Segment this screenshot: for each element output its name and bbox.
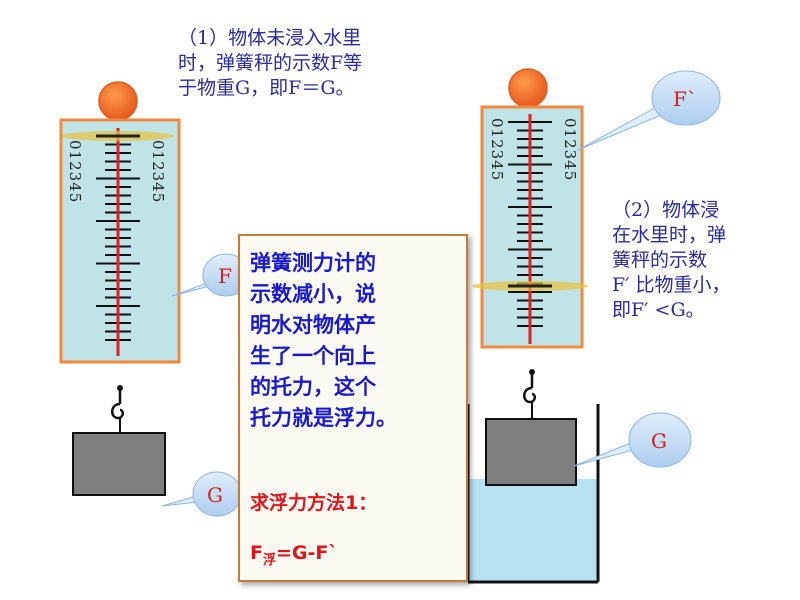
- explanation-line: 弹簧测力计的: [250, 251, 376, 275]
- explanation-line: 的托力，这个: [250, 375, 376, 399]
- svg-text:G: G: [651, 429, 667, 453]
- left-scale-numbers-b: 012345: [149, 140, 167, 203]
- callout-right-g: G: [573, 412, 692, 468]
- left-scale-numbers-a: 012345: [66, 140, 84, 203]
- explanation-text: 弹簧测力计的 示数减小，说 明水对物体产 生了一个向上 的托力，这个 托力就是浮…: [250, 248, 397, 434]
- explanation-line: 示数减小，说: [250, 282, 376, 306]
- left-hook: [111, 385, 124, 434]
- note2-line: （2）物体浸: [612, 199, 720, 221]
- note1-line: 于物重G，即F＝G。: [178, 77, 355, 99]
- right-scale-ring: [508, 68, 548, 108]
- svg-text:F: F: [218, 264, 232, 288]
- right-scale-numbers-b: 012345: [561, 118, 579, 181]
- svg-text:F`: F`: [673, 87, 697, 111]
- left-scale-body: [59, 118, 181, 364]
- water: [470, 479, 598, 582]
- callout-left-g: G: [161, 471, 242, 517]
- left-spring-scale: 012345 012345: [59, 81, 181, 364]
- callout-right-fprime: F`: [577, 70, 721, 151]
- note-after-immersion: （2）物体浸 在水里时，弹 簧秤的示数 F′ 比物重小， 即F′ <G。: [612, 198, 731, 323]
- callout-left-f: F: [171, 253, 250, 297]
- right-scale-numbers-a: 012345: [488, 118, 506, 181]
- explanation-line: 托力就是浮力。: [250, 406, 397, 430]
- left-block: [72, 432, 166, 496]
- explanation-line: 明水对物体产: [250, 313, 376, 337]
- note-before-immersion: （1）物体未浸入水里 时，弹簧秤的示数F等 于物重G，即F＝G。: [178, 26, 362, 101]
- note2-line: 簧秤的示数: [612, 249, 708, 271]
- right-spring-scale: 012345 012345: [472, 68, 588, 349]
- svg-text:G: G: [207, 483, 223, 507]
- note2-line: F′ 比物重小，: [612, 274, 731, 296]
- explanation-box: 弹簧测力计的 示数减小，说 明水对物体产 生了一个向上 的托力，这个 托力就是浮…: [238, 234, 468, 582]
- left-scale-ring: [98, 81, 138, 121]
- note1-line: （1）物体未浸入水里: [178, 27, 362, 49]
- note2-line: 在水里时，弹: [612, 224, 727, 246]
- note1-line: 时，弹簧秤的示数F等: [178, 52, 363, 74]
- right-block: [485, 418, 577, 486]
- formula-f: F: [250, 542, 263, 564]
- method-heading: 求浮力方法1：: [250, 492, 378, 514]
- note2-line: 即F′ <G。: [612, 299, 705, 321]
- buoyancy-formula: F浮=G-F`: [250, 542, 338, 568]
- formula-subscript: 浮: [262, 552, 276, 568]
- explanation-line: 生了一个向上: [250, 344, 376, 368]
- right-hook: [523, 369, 536, 420]
- formula-rest: =G-F`: [276, 542, 338, 564]
